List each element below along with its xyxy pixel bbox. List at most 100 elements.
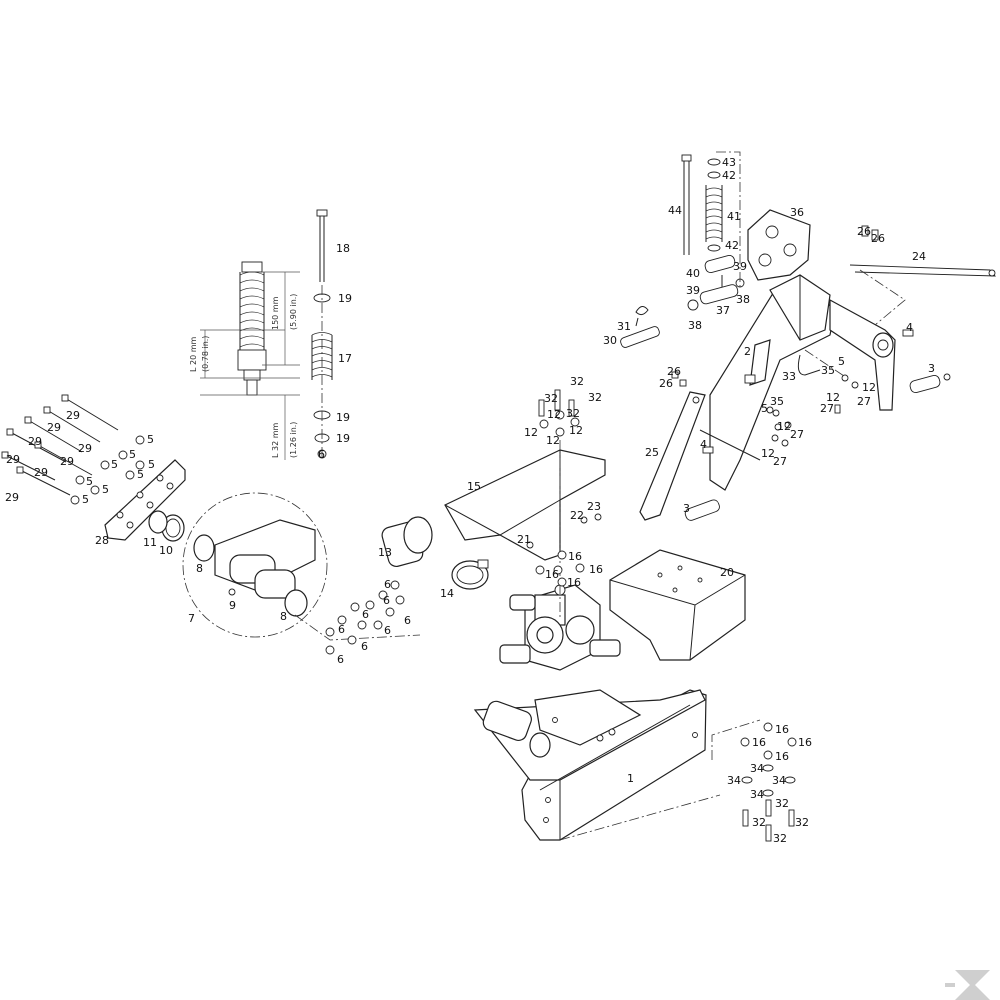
- label-18: 18: [336, 242, 350, 255]
- label-40: 40: [686, 267, 700, 280]
- dim-32: L 32 mm: [271, 422, 280, 458]
- bolt-set: [1, 394, 119, 496]
- dim-20-in: (0.78 in.): [201, 336, 210, 372]
- label-6f: 6: [384, 624, 391, 637]
- label-42a: 42: [722, 169, 736, 182]
- label-6a: 6: [318, 448, 325, 461]
- label-6d: 6: [404, 614, 411, 627]
- label-38b: 38: [736, 293, 750, 306]
- label-16c: 16: [589, 563, 603, 576]
- label-26b: 26: [871, 232, 885, 245]
- label-12e: 12: [826, 391, 840, 404]
- label-37: 37: [716, 304, 730, 317]
- dim-150-in: (5.90 in.): [289, 294, 298, 330]
- label-12g: 12: [777, 420, 791, 433]
- label-5j: 5: [761, 402, 768, 415]
- label-6e: 6: [362, 608, 369, 621]
- label-35b: 35: [770, 395, 784, 408]
- spring-parts: [311, 209, 333, 460]
- label-5d: 5: [111, 458, 118, 471]
- label-6g: 6: [338, 623, 345, 636]
- seal-rings: [148, 510, 185, 542]
- label-26a: 26: [857, 225, 871, 238]
- label-12f: 12: [862, 381, 876, 394]
- gear-cover: [444, 440, 606, 620]
- label-10: 10: [159, 544, 173, 557]
- hardware-cluster-center: [526, 389, 602, 587]
- label-34b: 34: [727, 774, 741, 787]
- label-12a: 12: [524, 426, 538, 439]
- hardware-cluster-lower: [740, 722, 797, 842]
- label-15: 15: [467, 480, 481, 493]
- label-14: 14: [440, 587, 454, 600]
- washer-set-left: [70, 435, 145, 505]
- k-logo-icon: [945, 970, 990, 1000]
- rod-link: [849, 264, 996, 326]
- label-29a: 29: [66, 409, 80, 422]
- label-16a: 16: [545, 568, 559, 581]
- label-1: 1: [627, 772, 634, 785]
- label-42b: 42: [725, 239, 739, 252]
- label-23: 23: [587, 500, 601, 513]
- label-8b: 8: [280, 610, 287, 623]
- label-5g: 5: [102, 483, 109, 496]
- label-34c: 34: [772, 774, 786, 787]
- label-28: 28: [95, 534, 109, 547]
- label-4b: 4: [700, 438, 707, 451]
- label-34d: 34: [750, 788, 764, 801]
- label-32g: 32: [795, 816, 809, 829]
- label-5e: 5: [137, 468, 144, 481]
- label-32c: 32: [566, 407, 580, 420]
- flange-plate: [104, 459, 186, 541]
- label-32b: 32: [544, 392, 558, 405]
- label-16g: 16: [798, 736, 812, 749]
- label-27b: 27: [820, 402, 834, 415]
- hardware-cluster-right: [671, 225, 914, 454]
- bearing-housing-assembly: [182, 492, 421, 641]
- pivot-plate: [747, 209, 811, 281]
- label-19a: 19: [338, 292, 352, 305]
- label-16b: 16: [568, 550, 582, 563]
- label-6h: 6: [361, 640, 368, 653]
- label-29f: 29: [60, 455, 74, 468]
- label-29b: 29: [47, 421, 61, 434]
- label-20: 20: [720, 566, 734, 579]
- dim-150: 150 mm: [271, 296, 280, 330]
- label-6b: 6: [384, 578, 391, 591]
- label-12d: 12: [546, 434, 560, 447]
- dim-20: L 20 mm: [189, 336, 198, 372]
- label-5a: 5: [147, 433, 154, 446]
- label-44: 44: [668, 204, 682, 217]
- label-13: 13: [378, 546, 392, 559]
- label-5f: 5: [86, 475, 93, 488]
- label-5c: 5: [148, 458, 155, 471]
- label-5b: 5: [129, 448, 136, 461]
- label-9: 9: [229, 599, 236, 612]
- label-27d: 27: [773, 455, 787, 468]
- label-12b: 12: [547, 408, 561, 421]
- tube-and-clamp: [381, 516, 489, 590]
- label-21: 21: [517, 533, 531, 546]
- label-17: 17: [338, 352, 352, 365]
- label-11: 11: [143, 536, 157, 549]
- main-frame: [473, 689, 761, 841]
- hitch-pins: [684, 373, 951, 521]
- label-32a: 32: [570, 375, 584, 388]
- label-4: 4: [906, 321, 913, 334]
- label-35a: 35: [821, 364, 835, 377]
- label-26c: 26: [667, 365, 681, 378]
- label-36: 36: [790, 206, 804, 219]
- label-7: 7: [188, 612, 195, 625]
- label-39a: 39: [686, 284, 700, 297]
- label-25: 25: [645, 446, 659, 459]
- label-32h: 32: [773, 832, 787, 845]
- part-labels: 1 2 3 3 4 4 5 5 5 5 5 5 5 5 5 5 6 6 6 6 …: [5, 156, 935, 845]
- top-link-spring-parts: [681, 151, 745, 311]
- label-29g: 29: [34, 466, 48, 479]
- label-16f: 16: [752, 736, 766, 749]
- label-32e: 32: [775, 797, 789, 810]
- label-32d: 32: [588, 391, 602, 404]
- label-6i: 6: [337, 653, 344, 666]
- label-3: 3: [928, 362, 935, 375]
